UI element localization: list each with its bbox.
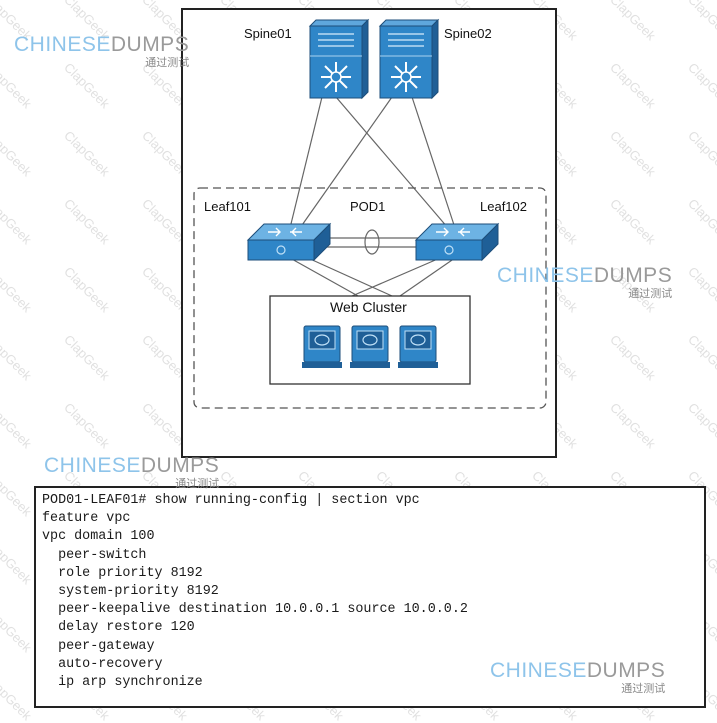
config-line: role priority 8192 <box>42 565 203 581</box>
config-line: peer-gateway <box>42 638 155 654</box>
config-line: feature vpc <box>42 511 131 527</box>
leaf102-label: Leaf102 <box>480 199 527 214</box>
link-leaf101-cluster-a <box>289 257 359 297</box>
server-icon <box>398 325 438 368</box>
server-icon <box>302 325 342 368</box>
leaf101-switch-icon <box>246 222 332 262</box>
peer-links <box>318 237 420 248</box>
leaf101-label: Leaf101 <box>204 199 251 214</box>
config-line: delay restore 120 <box>42 620 195 636</box>
server-icon <box>350 325 390 368</box>
spine01-switch-icon <box>308 18 370 100</box>
uplinks <box>289 96 456 229</box>
link-leaf101-cluster-b <box>307 257 393 297</box>
spine02-switch-icon <box>378 18 440 100</box>
config-line: system-priority 8192 <box>42 584 219 600</box>
spine02-label: Spine02 <box>444 26 492 41</box>
config-line: POD01-LEAF01# show running-config | sect… <box>42 493 420 508</box>
leaf102-switch-icon <box>414 222 500 262</box>
config-panel: POD01-LEAF01# show running-config | sect… <box>34 486 706 708</box>
link-spine02-leaf102 <box>411 96 456 229</box>
spine01-label: Spine01 <box>244 26 292 41</box>
config-line: auto-recovery <box>42 656 163 672</box>
link-spine02-leaf101 <box>299 96 393 229</box>
config-output: POD01-LEAF01# show running-config | sect… <box>42 492 468 692</box>
config-line: ip arp synchronize <box>42 675 203 691</box>
link-spine01-leaf102 <box>335 96 449 229</box>
link-leaf102-cluster-b <box>399 257 456 297</box>
pod-boundary <box>193 187 547 409</box>
port-channel-ellipse <box>364 229 380 255</box>
link-leaf102-cluster-a <box>351 257 441 297</box>
link-spine01-leaf101 <box>289 96 323 229</box>
pod-label: POD1 <box>350 199 386 214</box>
config-line: peer-keepalive destination 10.0.0.1 sour… <box>42 602 468 618</box>
web-cluster-label: Web Cluster <box>330 299 407 315</box>
downlinks <box>289 257 456 297</box>
config-line: vpc domain 100 <box>42 529 155 545</box>
config-line: peer-switch <box>42 547 147 563</box>
